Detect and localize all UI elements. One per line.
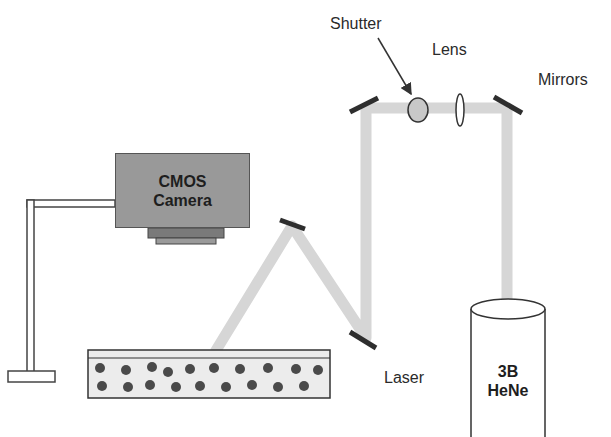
node-text: 3B HeNe bbox=[478, 362, 538, 400]
part-label: Mirrors bbox=[538, 70, 588, 89]
lens-symbol bbox=[456, 94, 464, 126]
sample-cell bbox=[88, 350, 330, 398]
stand-arm bbox=[27, 200, 115, 207]
particles bbox=[95, 362, 323, 392]
stand-post bbox=[27, 200, 34, 372]
camera-box: CMOS Camera bbox=[115, 153, 250, 228]
part-label: Lens bbox=[432, 40, 467, 59]
part-label: Laser bbox=[384, 368, 424, 387]
leader-arrow bbox=[378, 38, 411, 94]
stand-foot bbox=[8, 371, 55, 382]
laser-cylinder: 3B HeNe bbox=[470, 298, 546, 437]
camera-lens bbox=[148, 228, 224, 238]
node-text: CMOS Camera bbox=[143, 172, 223, 210]
part-label: Shutter bbox=[330, 14, 382, 33]
sample-lid bbox=[88, 357, 330, 358]
shutter-symbol bbox=[408, 98, 428, 122]
laser-beam bbox=[215, 108, 507, 352]
camera-lens-ring bbox=[156, 238, 216, 244]
